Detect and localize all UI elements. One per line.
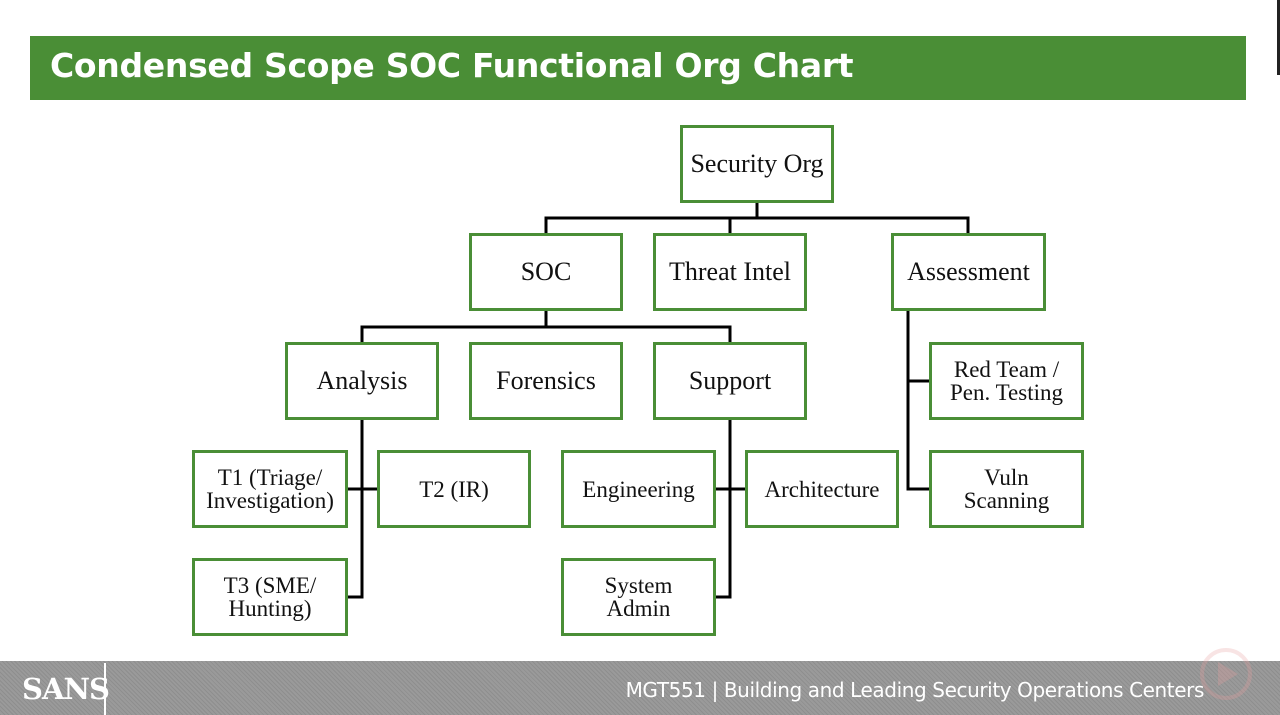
node-threat-intel: Threat Intel bbox=[653, 233, 807, 311]
node-t1: T1 (Triage/ Investigation) bbox=[192, 450, 348, 528]
sans-logo: SANS bbox=[22, 672, 110, 706]
node-red-team: Red Team / Pen. Testing bbox=[929, 342, 1084, 420]
node-soc: SOC bbox=[469, 233, 623, 311]
node-engineering: Engineering bbox=[561, 450, 716, 528]
window-edge bbox=[1277, 0, 1280, 75]
node-t3: T3 (SME/ Hunting) bbox=[192, 558, 348, 636]
node-architecture: Architecture bbox=[745, 450, 899, 528]
node-analysis: Analysis bbox=[285, 342, 439, 420]
node-assessment: Assessment bbox=[891, 233, 1046, 311]
title-bar: Condensed Scope SOC Functional Org Chart bbox=[30, 36, 1246, 100]
watermark-play-icon bbox=[1200, 648, 1252, 700]
node-security-org: Security Org bbox=[680, 125, 834, 203]
course-title: MGT551 | Building and Leading Security O… bbox=[625, 678, 1205, 702]
node-vuln-scanning: Vuln Scanning bbox=[929, 450, 1084, 528]
node-forensics: Forensics bbox=[469, 342, 623, 420]
footer-bar: SANS MGT551 | Building and Leading Secur… bbox=[0, 661, 1280, 715]
node-t2: T2 (IR) bbox=[377, 450, 531, 528]
slide-title: Condensed Scope SOC Functional Org Chart bbox=[50, 46, 854, 85]
node-support: Support bbox=[653, 342, 807, 420]
footer-divider bbox=[104, 663, 106, 715]
node-system-admin: System Admin bbox=[561, 558, 716, 636]
